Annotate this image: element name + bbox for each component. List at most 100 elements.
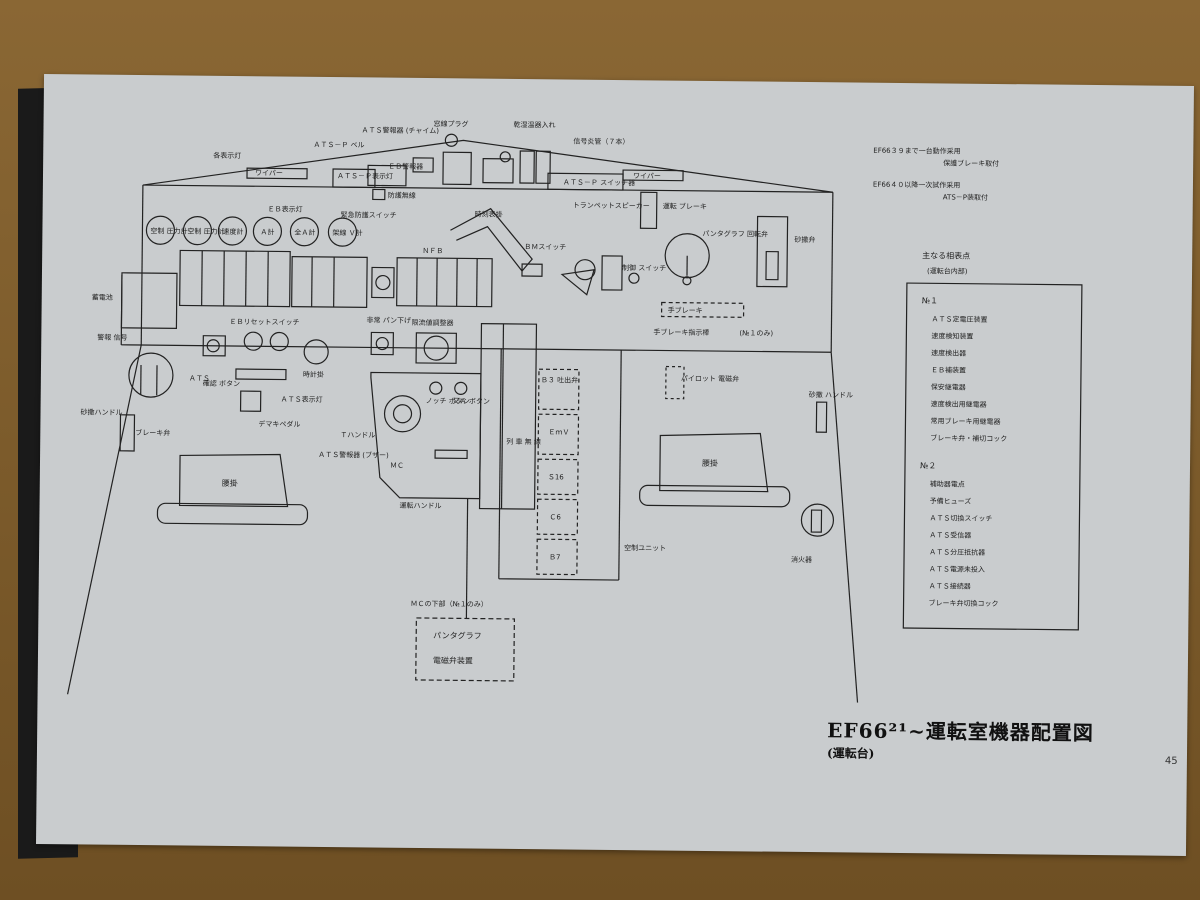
label-sand-handle-right: 砂撒 ハンドル (809, 390, 853, 399)
label-b7: Ｂ7 (549, 553, 561, 561)
label-wiper-left: ワイパー (255, 169, 283, 177)
label-gauge-4: Ａ計 (260, 227, 274, 236)
legend-no1-item-6: 常用ブレーキ用継電器 (930, 416, 1000, 426)
label-gauge-5: 全Ａ計 (294, 228, 315, 237)
label-pilot-valve: パイロット 電磁弁 (681, 374, 739, 384)
legend-no1-item-7: ブレーキ弁・補切コック (930, 433, 1007, 443)
label-deadman-pedal: デマキペダル (258, 419, 300, 428)
label-indicator-lamps: 各表示灯 (213, 151, 241, 160)
label-hand-brake: 手ブレーキ (668, 306, 703, 315)
label-ats-display: ＡＴＳ表示灯 (281, 394, 323, 403)
label-sand-handle: 砂撒ハンドル (80, 407, 122, 416)
note-4: ATS－P装取付 (943, 192, 988, 201)
label-sanding: 砂撒弁 (794, 235, 815, 244)
legend-heading-sub: (運転台内部) (927, 266, 968, 275)
legend-heading: 主なる相表点 (922, 250, 970, 261)
diagram-sheet: ＡＴＳ－Ｐ ベル ＡＴＳ警報器 (チャイム) 窓線プラグ 乾湿温器入れ 信号炎管… (35, 73, 1195, 857)
label-b3: Ｂ３ 吐出弁 (541, 375, 578, 384)
label-fire-extinguisher: 消火器 (791, 555, 812, 564)
label-ats-chime: ＡＴＳ警報器 (チャイム) (361, 125, 439, 135)
label-gauge-1: 空制 圧力計 (150, 226, 187, 235)
legend-no2-item-5: ＡＴＳ電源未投入 (929, 564, 985, 574)
label-nfb: ＮＦＢ (422, 247, 443, 255)
label-pan-lower: 非常 パン下げ (366, 315, 411, 324)
legend-no2-item-7: ブレーキ弁切換コック (929, 598, 999, 608)
label-confirm-button: 確認 ボタン (203, 379, 240, 388)
legend-no1-item-2: 速度検出器 (931, 348, 966, 357)
label-pan-valve-1: パンタグラフ (433, 630, 482, 641)
cab-roof-line (142, 139, 833, 193)
label-bm-switch: ＢＭスイッチ (524, 243, 566, 251)
label-pantograph-switch: パンタグラフ 回転弁 (702, 229, 768, 239)
label-hand-brake-lever: 手ブレーキ指示棒 (653, 327, 709, 337)
label-pan-valve-2: 電磁弁装置 (433, 655, 473, 665)
label-drive-handle: 運転ハンドル (400, 501, 442, 510)
label-ats-p-switch: ＡＴＳ－Ｐ スイッチ器 (563, 178, 635, 187)
label-air-unit: 空制ユニット (624, 543, 666, 552)
cab-left-wall (140, 185, 144, 346)
legend-no2-item-1: 予備ヒューズ (930, 496, 972, 505)
legend-no1-item-4: 保安継電器 (931, 382, 966, 391)
label-signal-flags: 信号炎管（７本） (573, 137, 629, 147)
label-mc-under: ＭＣの下部（№１のみ） (410, 599, 487, 609)
label-clock-meter: 時計掛 (303, 370, 324, 379)
label-t-handle: Ｔハンドル (340, 431, 375, 439)
diagram-subtitle: (運転台) (826, 746, 875, 761)
label-transistor-speaker: トランペットスピーカー (573, 202, 650, 211)
legend-no1-item-3: ＥＢ補装置 (931, 365, 966, 374)
label-control-switch: 制御 スイッチ (622, 263, 666, 272)
note-3: EF66４０以降一次試作采用 (873, 180, 960, 190)
legend-no1-item-1: 速度検知装置 (931, 331, 973, 340)
legend-no2-item-3: ＡＴＳ受信器 (929, 530, 971, 539)
diagram-labels: ＡＴＳ－Ｐ ベル ＡＴＳ警報器 (チャイム) 窓線プラグ 乾湿温器入れ 信号炎管… (80, 119, 853, 665)
legend-no1-item-5: 速度検出用継電器 (931, 399, 987, 409)
label-warning-signal: 警報 信号 (97, 333, 127, 342)
label-brake-valve: ブレーキ弁 (135, 428, 170, 437)
label-notch-button: ノッチ ボタン (426, 396, 470, 405)
label-ats-buzzer: ＡＴＳ警報器 (ブザー) (318, 450, 389, 460)
legend-no2-item-0: 補助器電点 (930, 479, 965, 488)
label-emergency-switch: 緊急防護スイッチ (341, 210, 397, 220)
label-c6: Ｃ6 (549, 513, 561, 521)
legend-no2-item-2: ＡＴＳ切換スイッチ (929, 513, 992, 523)
label-eb-alarm: ＥＢ警報器 (388, 162, 423, 171)
legend-no1: №１ (922, 296, 938, 305)
label-ats-p-display: ＡＴＳ－Ｐ表示灯 (337, 171, 393, 181)
console-top-line (142, 184, 833, 193)
label-seat-right: 腰掛 (702, 458, 718, 468)
label-gauge-3: 速度計 (222, 227, 243, 236)
label-gauge-2: 空制 圧力計 (187, 227, 224, 236)
label-window-plug: 窓線プラグ (434, 119, 469, 128)
label-gauge-6: 架線 Ｖ計 (332, 228, 362, 237)
label-eb-reset: ＥＢリセットスイッチ (229, 318, 299, 327)
top-right-notes: EF66３９まで一台動作采用 保護ブレーキ取付 EF66４０以降一次試作采用 A… (873, 146, 999, 202)
label-no1-only: (№１のみ) (739, 329, 773, 337)
legend-no2-item-6: ＡＴＳ接続器 (929, 581, 971, 590)
legend-no1-item-0: ＡＴＳ定電圧装置 (932, 314, 988, 324)
label-ats-p-bell: ＡＴＳ－Ｐ ベル (313, 141, 364, 150)
label-mc: ＭＣ (390, 462, 404, 470)
legend-no2-item-4: ＡＴＳ分圧抵抗器 (929, 547, 985, 557)
label-seat-left: 腰掛 (222, 478, 238, 488)
label-s16: Ｓ16 (548, 473, 565, 481)
label-train-control: 列 車 無 線 (506, 437, 541, 446)
label-eb-lamp: ＥＢ表示灯 (268, 204, 303, 213)
label-emv: ＥｍＶ (548, 428, 569, 436)
legend-no2: №２ (920, 461, 936, 470)
legend-panel: 主なる相表点 (運転台内部) №１ ＡＴＳ定電圧装置 速度検知装置 速度検出器 … (920, 250, 1007, 608)
label-current-limiter: 限流値調整器 (411, 318, 453, 327)
diagram-title: EF66²¹~運転室機器配置図 (827, 718, 1094, 746)
note-2: 保護ブレーキ取付 (943, 158, 999, 168)
cab-right-wall (830, 192, 834, 353)
label-reset-button: 又Ａ ボタン (453, 396, 490, 405)
page-number: 45 (1164, 755, 1178, 767)
cab-layout-diagram: ＡＴＳ－Ｐ ベル ＡＴＳ警報器 (チャイム) 窓線プラグ 乾湿温器入れ 信号炎管… (66, 119, 1083, 703)
note-1: EF66３９まで一台動作采用 (873, 146, 960, 156)
label-wiper-right: ワイパー (633, 172, 661, 180)
label-ats: ＡＴＳ (189, 375, 210, 383)
label-brake-valve-hose: 運転 ブレーキ (663, 201, 707, 210)
label-card-holder: 乾湿温器入れ (514, 120, 556, 129)
label-defroster: 防護無線 (388, 191, 416, 200)
label-cooler: 蓄電池 (92, 293, 113, 302)
label-clock-hanger: 時刻表掛 (475, 210, 503, 219)
